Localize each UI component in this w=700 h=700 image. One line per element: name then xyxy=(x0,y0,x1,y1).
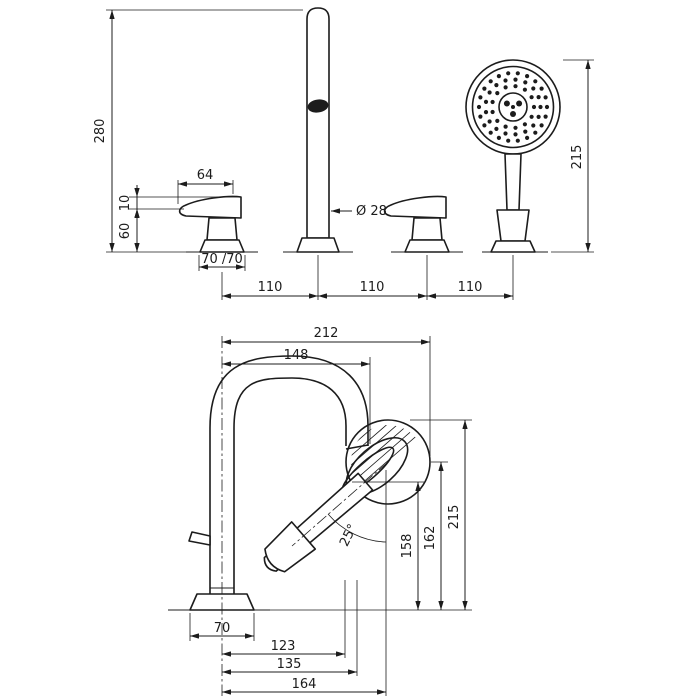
dim-height-outlet: 158 xyxy=(400,534,415,559)
shower-handle xyxy=(504,153,522,211)
dim-overall-width: 212 xyxy=(314,326,339,341)
dim-handle-height: 60 xyxy=(118,223,133,240)
side-dimensions: 212 148 25° 215 162 158 xyxy=(189,326,472,696)
side-elevation-view: 212 148 25° 215 162 158 xyxy=(168,326,472,696)
front-dimensions: 280 64 10 60 70 /70 Ø 28 xyxy=(93,9,594,300)
dim-shower-height: 215 xyxy=(570,145,585,170)
dim-spout-reach: 148 xyxy=(284,348,309,363)
dim-handle-width: 64 xyxy=(197,168,214,183)
dim-base-width: 70 xyxy=(214,621,231,636)
shower-holder xyxy=(496,209,530,242)
front-elevation-view: 280 64 10 60 70 /70 Ø 28 xyxy=(93,7,594,300)
shower-handle-side xyxy=(263,472,374,573)
dim-offset-1: 123 xyxy=(271,639,296,654)
diverter-knob xyxy=(188,531,211,546)
spray-nozzle-dots xyxy=(476,71,550,143)
spout-aerator xyxy=(307,99,329,113)
dim-spout-diameter: Ø 28 xyxy=(356,204,387,219)
spout-escutcheon xyxy=(296,237,340,253)
dim-pitch-2: 110 xyxy=(360,280,385,295)
dim-height-shower: 162 xyxy=(423,526,438,551)
spray-face-hatching xyxy=(351,425,420,490)
left-lever-handle xyxy=(178,195,245,253)
right-lever-handle xyxy=(383,195,450,253)
dim-height-overall: 215 xyxy=(447,505,462,530)
shower-head-center-ring xyxy=(498,92,528,122)
spout-tube xyxy=(306,7,330,239)
hand-shower-front xyxy=(465,59,561,253)
shower-cradle xyxy=(264,521,317,573)
curved-spout xyxy=(188,355,369,611)
dim-pitch-1: 110 xyxy=(258,280,283,295)
dim-spout-height: 280 xyxy=(93,119,108,144)
shower-escutcheon xyxy=(490,240,536,253)
dim-lever-drop: 10 xyxy=(118,195,133,212)
dim-offset-3: 164 xyxy=(292,677,317,692)
dim-pitch-3: 110 xyxy=(458,280,483,295)
shower-head-ring xyxy=(471,65,555,149)
dim-offset-2: 135 xyxy=(277,657,302,672)
dim-escutcheon: 70 /70 xyxy=(201,252,243,267)
spout-column xyxy=(296,7,340,253)
